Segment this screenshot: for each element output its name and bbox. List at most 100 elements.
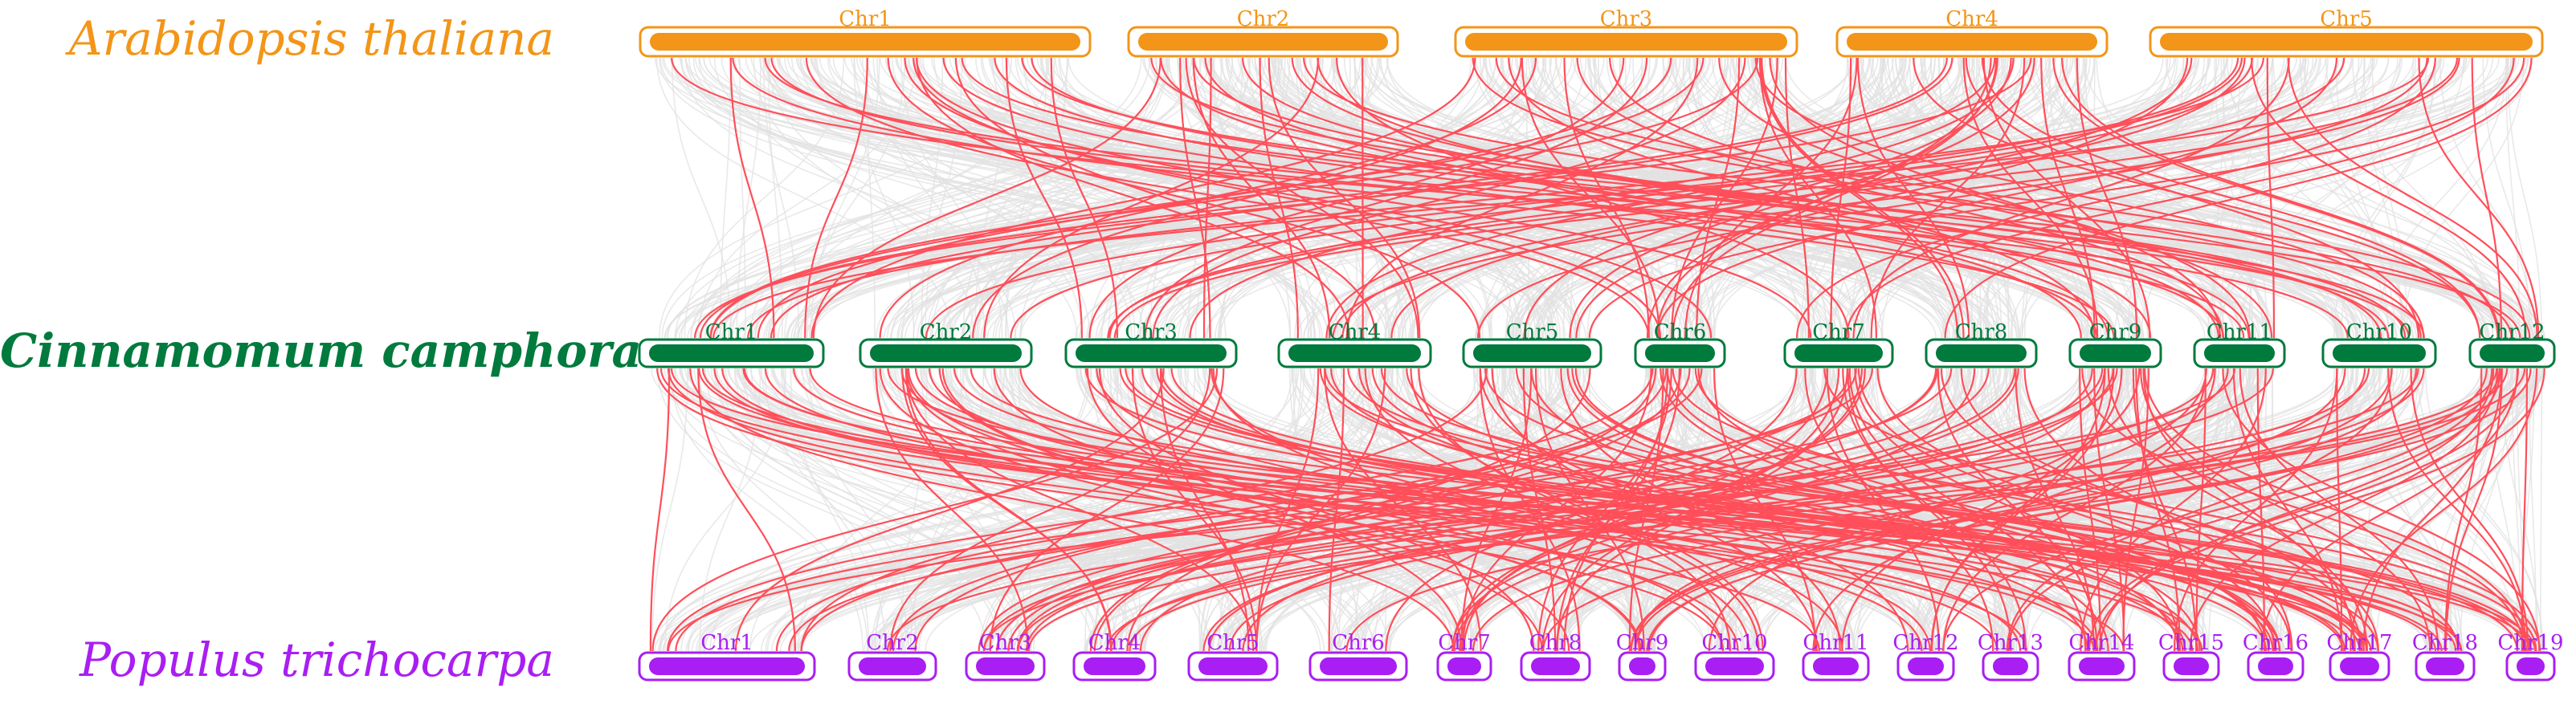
highlighted-link bbox=[1096, 368, 1931, 652]
highlighted-link bbox=[1406, 368, 2274, 652]
chromosome-label: Chr14 bbox=[2068, 631, 2134, 655]
chromosome-label: Chr4 bbox=[1088, 631, 1141, 655]
background-link bbox=[969, 57, 1251, 339]
background-link bbox=[690, 57, 1277, 339]
chromosome-bar bbox=[1138, 33, 1388, 51]
highlighted-link bbox=[2471, 57, 2502, 339]
ptr-chromosome-chr2: Chr2 bbox=[847, 631, 937, 682]
background-link bbox=[808, 368, 917, 652]
background-link bbox=[900, 57, 1853, 339]
background-link bbox=[1319, 57, 1491, 339]
chromosome-bar bbox=[1847, 33, 2097, 51]
highlighted-link bbox=[901, 368, 1112, 652]
background-link bbox=[2227, 57, 2390, 339]
background-link bbox=[1199, 368, 1305, 652]
chromosome-label: Chr12 bbox=[2479, 320, 2545, 344]
highlighted-link bbox=[1010, 57, 2243, 339]
highlighted-link bbox=[1960, 368, 2362, 652]
background-link bbox=[2213, 57, 2225, 339]
highlighted-link bbox=[1708, 368, 2141, 652]
background-link bbox=[709, 57, 1888, 339]
highlighted-link bbox=[1255, 368, 1320, 652]
highlighted-link bbox=[1126, 368, 1591, 652]
background-link bbox=[739, 57, 746, 339]
highlighted-link bbox=[1563, 368, 1669, 652]
background-link bbox=[819, 57, 2088, 339]
background-link bbox=[1009, 368, 1243, 652]
chromosome-label: Chr1 bbox=[700, 631, 753, 655]
background-link bbox=[1851, 368, 2455, 652]
highlighted-link bbox=[1477, 57, 2428, 339]
background-link bbox=[1771, 57, 2505, 339]
highlighted-link bbox=[764, 57, 2410, 339]
highlighted-link bbox=[1670, 57, 1778, 339]
highlighted-link bbox=[1129, 368, 2509, 652]
ptr-chromosome-chr13: Chr13 bbox=[1978, 631, 2043, 682]
highlighted-link bbox=[1852, 57, 2290, 339]
background-link bbox=[2325, 57, 2494, 339]
chromosome-bar bbox=[870, 344, 1022, 362]
highlighted-link bbox=[1160, 57, 2109, 339]
chromosome-bar bbox=[649, 657, 805, 675]
chromosome-bar bbox=[1629, 657, 1655, 675]
highlighted-link bbox=[1982, 57, 2151, 339]
highlighted-link bbox=[916, 57, 1812, 339]
highlighted-link bbox=[1192, 57, 1331, 339]
highlighted-link bbox=[887, 57, 1481, 339]
highlighted-link bbox=[1208, 368, 2093, 652]
highlighted-link bbox=[2140, 368, 2431, 652]
background-link bbox=[797, 57, 1885, 339]
background-link bbox=[755, 57, 1485, 339]
chromosome-bar bbox=[2080, 344, 2151, 362]
background-link bbox=[2084, 57, 2139, 339]
cca-chromosome-chr1: Chr1 bbox=[638, 320, 825, 368]
chromosome-label: Chr18 bbox=[2412, 631, 2478, 655]
cca-chromosome-chr10: Chr10 bbox=[2321, 320, 2437, 368]
cca-chromosome-chr11: Chr11 bbox=[2193, 320, 2286, 368]
ptr-chromosome-chr7: Chr7 bbox=[1436, 631, 1492, 682]
highlighted-link bbox=[1876, 368, 2292, 652]
highlighted-link bbox=[2387, 368, 2527, 652]
highlighted-link bbox=[1371, 368, 2186, 652]
background-link bbox=[692, 57, 1323, 339]
background-link bbox=[1540, 368, 2121, 652]
chromosome-bar bbox=[1320, 657, 1397, 675]
chromosome-bar bbox=[1993, 657, 2028, 675]
highlighted-links bbox=[649, 57, 2545, 652]
highlighted-link bbox=[1812, 368, 2216, 652]
background-link bbox=[784, 57, 1050, 339]
background-link bbox=[1647, 57, 2096, 339]
chromosome-label: Chr3 bbox=[979, 631, 1032, 655]
highlighted-link bbox=[1007, 368, 1937, 652]
background-link bbox=[655, 57, 953, 339]
background-link bbox=[903, 368, 1373, 652]
background-link bbox=[2304, 57, 2404, 339]
background-link bbox=[2529, 368, 2537, 652]
background-link bbox=[1654, 368, 2528, 652]
chromosome-label: Chr1 bbox=[839, 7, 892, 31]
chromosome-bar bbox=[1705, 657, 1764, 675]
highlighted-link bbox=[2349, 368, 2538, 652]
background-link bbox=[1569, 368, 2529, 652]
highlighted-link bbox=[1870, 57, 2026, 339]
chromosome-bar bbox=[1531, 657, 1580, 675]
highlighted-link bbox=[1672, 368, 2537, 652]
background-link bbox=[1023, 57, 1291, 339]
highlighted-link bbox=[656, 368, 1724, 652]
chromosome-bar bbox=[1084, 657, 1145, 675]
chromosome-label: Chr13 bbox=[1978, 631, 2043, 655]
highlighted-link bbox=[709, 57, 1759, 339]
highlighted-link bbox=[1588, 57, 2525, 339]
highlighted-link bbox=[904, 57, 1713, 339]
background-link bbox=[799, 57, 1321, 339]
background-link bbox=[2176, 368, 2251, 652]
chromosome-bar bbox=[650, 33, 1080, 51]
highlighted-link bbox=[1981, 57, 2481, 339]
highlighted-link bbox=[1108, 57, 2253, 339]
chromosome-label: Chr7 bbox=[1438, 631, 1491, 655]
background-link bbox=[1202, 368, 1362, 652]
chromosome-bar bbox=[1936, 344, 2027, 362]
background-link bbox=[767, 57, 1389, 339]
background-link bbox=[704, 57, 1142, 339]
